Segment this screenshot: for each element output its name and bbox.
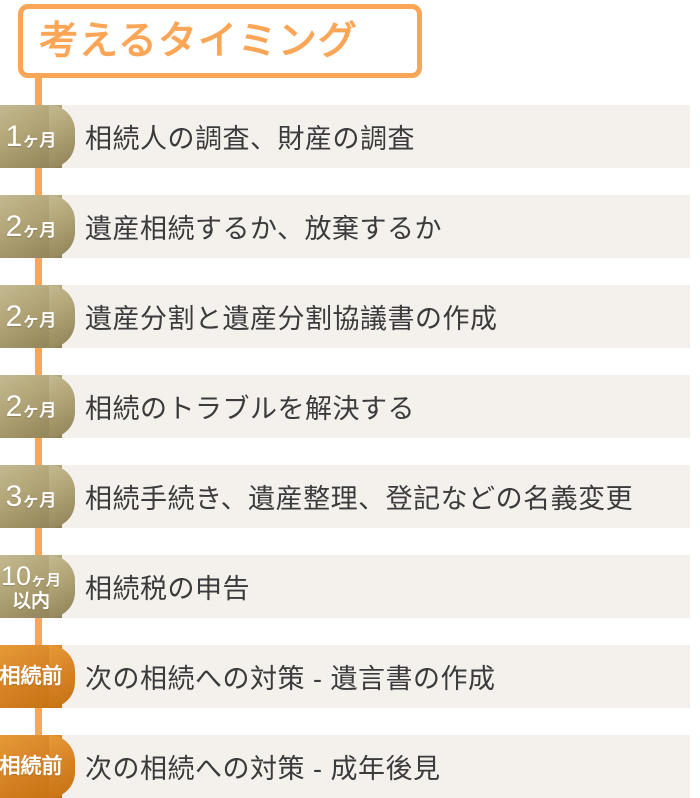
badge-unit: ヶ月 [22, 400, 57, 420]
badge-number: 10 [0, 560, 32, 591]
badge-primary-text: 2ヶ月 [5, 389, 57, 423]
row-background [0, 735, 690, 798]
title-box: 考えるタイミング [18, 4, 422, 78]
timeline-badge: 2ヶ月 [0, 285, 75, 348]
row-background [0, 645, 690, 708]
timeline-row[interactable]: 10ヶ月以内相続税の申告 [0, 528, 700, 618]
timeline-row[interactable]: 相続前次の相続への対策 - 成年後見 [0, 708, 700, 798]
timeline-row[interactable]: 2ヶ月相続のトラブルを解決する [0, 348, 700, 438]
badge-unit: ヶ月 [22, 310, 57, 330]
timeline-badge: 相続前 [0, 735, 75, 798]
badge-primary-text: 2ヶ月 [5, 209, 57, 243]
badge-primary-text: 相続前 [0, 665, 63, 688]
badge-unit: ヶ月 [22, 490, 57, 510]
row-background [0, 555, 690, 618]
timeline-row-label: 次の相続への対策 - 成年後見 [85, 754, 441, 784]
timeline-row[interactable]: 相続前次の相続への対策 - 遺言書の作成 [0, 618, 700, 708]
badge-number: 2 [5, 209, 23, 243]
timeline-row-label: 相続税の申告 [85, 574, 250, 604]
badge-secondary-text: 以内 [11, 590, 50, 612]
timeline-row-label: 遺産分割と遺産分割協議書の作成 [85, 304, 498, 334]
badge-number: 1 [5, 119, 23, 153]
timeline-row-label: 遺産相続するか、放棄するか [85, 214, 442, 244]
badge-primary-text: 相続前 [0, 755, 63, 778]
timeline-row[interactable]: 2ヶ月遺産分割と遺産分割協議書の作成 [0, 258, 700, 348]
timeline-badge: 2ヶ月 [0, 375, 75, 438]
timeline-row-label: 次の相続への対策 - 遺言書の作成 [85, 664, 496, 694]
row-background [0, 375, 690, 438]
row-background [0, 285, 690, 348]
badge-primary-text: 1ヶ月 [5, 119, 57, 153]
row-background [0, 195, 690, 258]
timeline-badge: 2ヶ月 [0, 195, 75, 258]
timeline-badge: 相続前 [0, 645, 75, 708]
timeline-row-label: 相続人の調査、財産の調査 [85, 124, 415, 154]
row-background [0, 465, 690, 528]
badge-number: 2 [5, 299, 23, 333]
timeline-badge: 10ヶ月以内 [0, 555, 75, 618]
badge-number: 2 [5, 389, 23, 423]
timeline-badge: 1ヶ月 [0, 105, 75, 168]
timeline-badge: 3ヶ月 [0, 465, 75, 528]
timeline-row[interactable]: 1ヶ月相続人の調査、財産の調査 [0, 78, 700, 168]
page-title: 考えるタイミング [39, 19, 358, 63]
row-background [0, 105, 690, 168]
badge-primary-text: 10ヶ月 [0, 560, 62, 591]
badge-unit: ヶ月 [22, 130, 57, 150]
badge-number: 3 [5, 479, 23, 513]
timeline-row-label: 相続のトラブルを解決する [85, 394, 415, 424]
badge-unit: ヶ月 [22, 220, 57, 240]
timeline-row-label: 相続手続き、遺産整理、登記などの名義変更 [85, 484, 634, 514]
badge-primary-text: 2ヶ月 [5, 299, 57, 333]
timeline-row[interactable]: 2ヶ月遺産相続するか、放棄するか [0, 168, 700, 258]
timeline-row[interactable]: 3ヶ月相続手続き、遺産整理、登記などの名義変更 [0, 438, 700, 528]
badge-unit: ヶ月 [31, 571, 62, 589]
badge-primary-text: 3ヶ月 [5, 479, 57, 513]
